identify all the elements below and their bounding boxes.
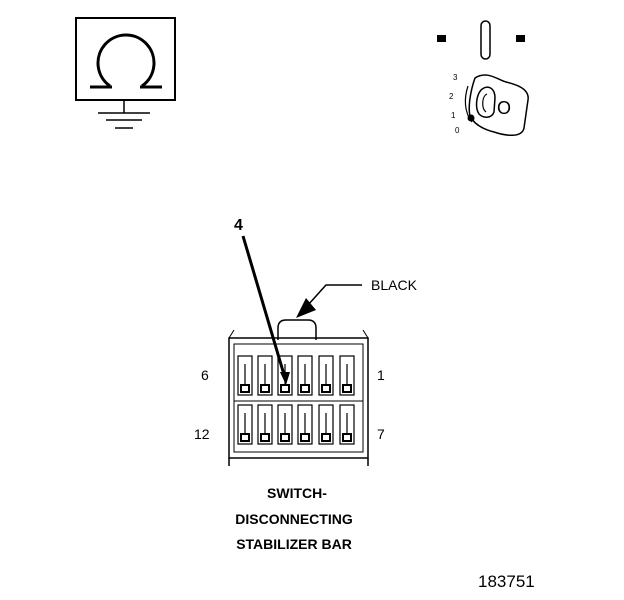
caption-line-3: STABILIZER BAR	[236, 536, 352, 552]
callout-number: 4	[234, 217, 243, 234]
caption-line-2: DISCONNECTING	[235, 511, 353, 527]
pin-label-6: 6	[201, 367, 209, 383]
connector-pin	[339, 404, 355, 445]
connector-pin	[318, 355, 334, 396]
color-leader-arrowhead	[296, 298, 316, 318]
key-letter: O	[497, 98, 511, 118]
connector-body	[228, 319, 369, 466]
key-position-2: 2	[449, 92, 454, 101]
figure-number: 183751	[478, 572, 535, 591]
pin-label-12: 12	[194, 426, 210, 442]
connector-pin	[297, 404, 313, 445]
ohmmeter-icon	[75, 17, 176, 101]
connector-pin	[339, 355, 355, 396]
key-position-1: 1	[451, 111, 456, 120]
pin-grid	[237, 355, 355, 445]
connector-pin	[277, 404, 293, 445]
caption-line-1: SWITCH-	[267, 485, 327, 501]
pin-label-7: 7	[377, 426, 385, 442]
connector-pin	[237, 355, 253, 396]
key-position-0: 0	[455, 126, 460, 135]
pin-label-1: 1	[377, 367, 385, 383]
ignition-switch-icon: 3 2 1 0 O	[437, 20, 529, 136]
callout-arrow	[241, 235, 287, 379]
connector-pin	[257, 404, 273, 445]
connector-pin	[318, 404, 334, 445]
connector-pin	[277, 355, 293, 396]
ground-icon	[98, 100, 150, 129]
key-position-3: 3	[453, 73, 458, 82]
connector-pin	[237, 404, 253, 445]
color-leader-line	[307, 284, 362, 306]
connector-pin	[297, 355, 313, 396]
connector-color-label: BLACK	[371, 277, 418, 293]
connector-pin	[257, 355, 273, 396]
